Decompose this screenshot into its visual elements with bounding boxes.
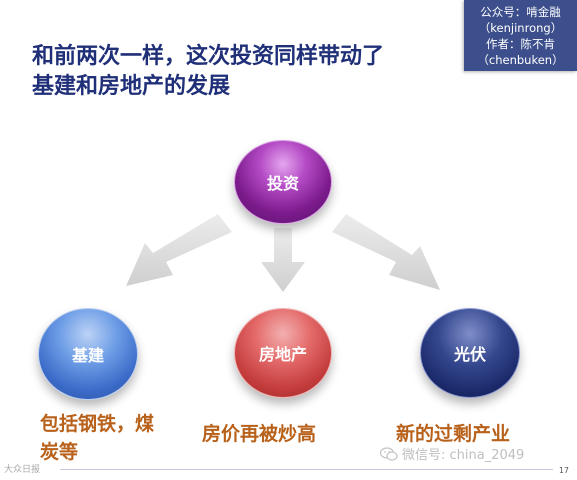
node-invest-label: 投资 <box>266 174 299 193</box>
arrow-to-real-estate <box>261 228 305 292</box>
badge-line-2: （kenjinrong） <box>478 21 563 35</box>
badge-line-1: 公众号：啃金融 <box>480 5 561 19</box>
wechat-icon <box>380 446 398 461</box>
node-real-estate-label: 房地产 <box>258 345 307 364</box>
slide-title-line-2: 基建和房地产的发展 <box>32 74 231 99</box>
source-watermark: 大众日报 <box>4 465 41 475</box>
page-number: 17 <box>558 466 569 475</box>
wechat-watermark: 微信号: china_2049 <box>380 444 524 463</box>
arrow-to-infrastructure <box>126 214 232 286</box>
caption-infrastructure: 包括钢铁，煤炭等 <box>40 413 155 463</box>
wechat-id: 微信号: china_2049 <box>402 448 525 463</box>
footer-bar <box>0 460 577 480</box>
node-invest: 投资 <box>234 140 332 224</box>
caption-real-estate: 房价再被炒高 <box>202 423 317 445</box>
caption-photovoltaic: 新的过剩产业 <box>396 423 511 445</box>
arrow-to-photovoltaic <box>332 214 440 290</box>
footer-divider <box>60 469 553 470</box>
node-infrastructure-label: 基建 <box>71 346 104 365</box>
node-real-estate: 房地产 <box>234 308 332 398</box>
badge-line-3: 作者：陈不肯 <box>486 37 555 51</box>
node-photovoltaic: 光伏 <box>420 308 520 398</box>
account-badge: 公众号：啃金融 （kenjinrong） 作者：陈不肯 （chenbuken） <box>464 0 577 71</box>
node-infrastructure: 基建 <box>38 308 138 400</box>
slide-title-line-1: 和前两次一样，这次投资同样带动了 <box>32 44 385 69</box>
badge-line-4: （chenbuken） <box>477 53 564 67</box>
slide-title: 和前两次一样，这次投资同样带动了 基建和房地产的发展 <box>32 42 452 102</box>
node-photovoltaic-label: 光伏 <box>453 345 486 364</box>
